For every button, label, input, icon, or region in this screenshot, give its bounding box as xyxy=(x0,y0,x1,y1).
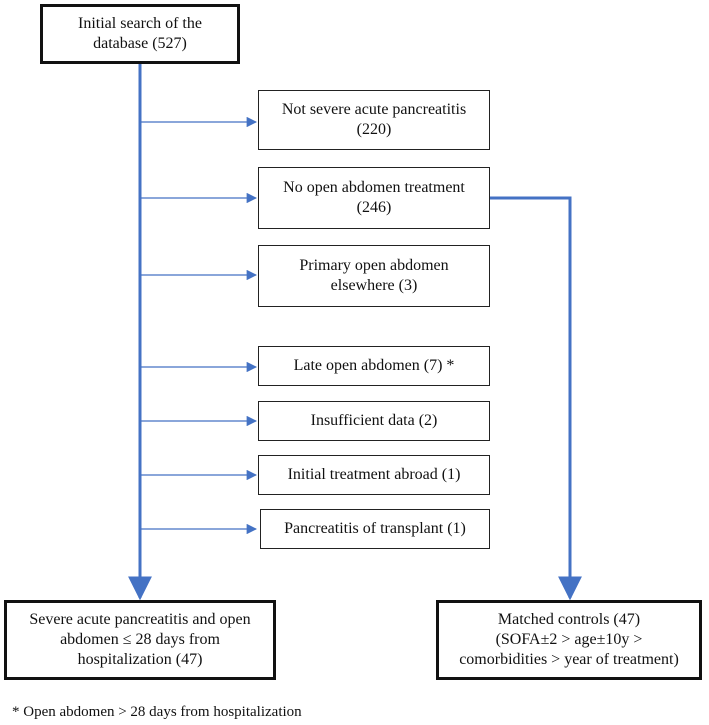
matched-controls-line1: Matched controls (47) xyxy=(497,611,641,628)
severe-result-line2: abdomen ≤ 28 days from xyxy=(60,631,220,648)
matched-controls-box: Matched controls (47) (SOFA±2 > age±10y … xyxy=(436,600,702,680)
primary-elsewhere-line1: Primary open abdomen xyxy=(299,257,449,274)
treatment-abroad-label: Initial treatment abroad (1) xyxy=(287,466,461,483)
late-open-abdomen-box: Late open abdomen (7) * xyxy=(258,346,490,386)
initial-search-box: Initial search of the database (527) xyxy=(40,4,240,64)
insufficient-data-label: Insufficient data (2) xyxy=(310,412,438,429)
treatment-abroad-box: Initial treatment abroad (1) xyxy=(258,455,490,495)
primary-elsewhere-line2: elsewhere (3) xyxy=(330,277,418,294)
late-open-abdomen-label: Late open abdomen (7) * xyxy=(293,357,455,374)
initial-search-line2: database (527) xyxy=(93,35,187,52)
severe-result-line3: hospitalization (47) xyxy=(77,651,203,668)
matched-controls-line3: comorbidities > year of treatment) xyxy=(459,651,679,668)
not-severe-line2: (220) xyxy=(356,121,392,138)
no-open-abdomen-box: No open abdomen treatment (246) xyxy=(258,167,490,229)
matched-controls-connector xyxy=(490,196,582,601)
transplant-box: Pancreatitis of transplant (1) xyxy=(260,509,490,549)
insufficient-data-box: Insufficient data (2) xyxy=(258,401,490,441)
footnote: * Open abdomen > 28 days from hospitaliz… xyxy=(12,704,302,720)
no-open-abdomen-line1: No open abdomen treatment xyxy=(283,179,465,196)
transplant-label: Pancreatitis of transplant (1) xyxy=(284,520,466,537)
severe-result-box: Severe acute pancreatitis and open abdom… xyxy=(4,600,276,680)
not-severe-line1: Not severe acute pancreatitis xyxy=(281,101,467,118)
primary-elsewhere-box: Primary open abdomen elsewhere (3) xyxy=(258,245,490,307)
initial-search-line1: Initial search of the xyxy=(78,15,202,32)
no-open-abdomen-line2: (246) xyxy=(356,199,392,216)
matched-controls-line2: (SOFA±2 > age±10y > xyxy=(495,631,643,648)
severe-result-line1: Severe acute pancreatitis and open xyxy=(29,611,251,628)
not-severe-box: Not severe acute pancreatitis (220) xyxy=(258,90,490,150)
